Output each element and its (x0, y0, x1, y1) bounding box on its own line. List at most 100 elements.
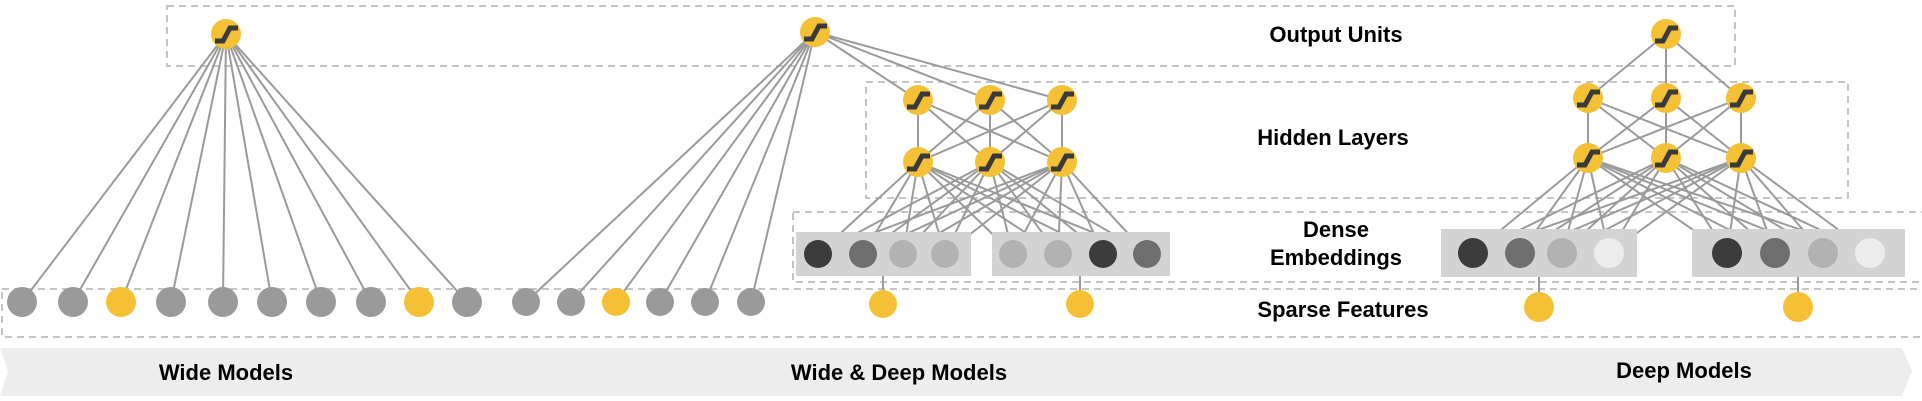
sparse-feature-node (646, 288, 674, 316)
embedding-node (999, 240, 1027, 268)
deep-output-unit (1651, 19, 1681, 49)
wide-output-unit (211, 19, 241, 49)
connection-line (917, 99, 991, 163)
dense-embeddings-box (792, 211, 1922, 283)
hidden-layers-label: Hidden Layers (1257, 125, 1409, 150)
hidden-unit (1573, 143, 1603, 173)
embedding-node (1547, 238, 1577, 268)
hidden-unit (1047, 147, 1077, 177)
connection-line (1665, 33, 1742, 99)
activation-icon (979, 91, 1002, 110)
embedding-node (931, 240, 959, 268)
connection-line (225, 33, 420, 303)
connection-line (225, 33, 372, 303)
activation-icon (804, 23, 827, 42)
dense-embeddings-label-line1: Dense (1303, 217, 1369, 242)
sparse-feature-node (208, 287, 238, 317)
connection-line (525, 31, 816, 303)
connection-line (72, 33, 227, 303)
hidden-layers-box (865, 81, 1849, 199)
connection-line (1665, 97, 1742, 159)
activation-icon (979, 153, 1002, 172)
nodes (7, 17, 1885, 322)
sparse-feature-node (356, 287, 386, 317)
connection-line (21, 33, 227, 303)
hidden-unit (1651, 143, 1681, 173)
embedding-node (849, 240, 877, 268)
output-units-box (166, 5, 1736, 67)
sparse-features-label: Sparse Features (1257, 297, 1428, 322)
activation-icon (907, 91, 930, 110)
connection-line (225, 33, 273, 303)
embedding-node (1855, 238, 1885, 268)
sparse-features-box (1, 288, 1922, 338)
hidden-unit (903, 85, 933, 115)
embedding-node (1133, 240, 1161, 268)
connection-line (917, 99, 1063, 163)
connection-line (814, 31, 991, 101)
embedding-node (1044, 240, 1072, 268)
deep-models-label: Deep Models (1616, 358, 1752, 383)
connection-line (1587, 33, 1667, 99)
connection-line (615, 31, 816, 303)
sparse-feature-node (512, 288, 540, 316)
embedding-node (1808, 238, 1838, 268)
sparse-feature-node (106, 287, 136, 317)
connection-line (570, 31, 816, 303)
embedding-node (1712, 238, 1742, 268)
sparse-feature-node (306, 287, 336, 317)
hidden-unit (1047, 85, 1077, 115)
connection-line (750, 31, 816, 303)
wide-deep-output-unit (800, 17, 830, 47)
activation-icon (1655, 149, 1678, 168)
activation-icon (907, 153, 930, 172)
connection-line (222, 33, 227, 303)
activation-icon (1655, 89, 1678, 108)
connection-line (1587, 97, 1742, 159)
sparse-feature-node (452, 287, 482, 317)
sparse-feature-node (58, 287, 88, 317)
connection-line (225, 33, 468, 303)
activation-icon (1577, 149, 1600, 168)
activation-icon (1655, 25, 1678, 44)
wide-deep-models-label: Wide & Deep Models (791, 360, 1007, 385)
connection-line (120, 33, 227, 303)
connection-line (170, 33, 227, 303)
embedding-node (1458, 238, 1488, 268)
output-units-label: Output Units (1269, 22, 1402, 47)
embedding-node (1760, 238, 1790, 268)
sparse-feature-node (1066, 290, 1094, 318)
sparse-feature-node (691, 288, 719, 316)
embedding-node (1594, 238, 1624, 268)
sparse-feature-node (557, 288, 585, 316)
connection-line (659, 31, 816, 303)
connection-line (814, 31, 1063, 101)
embedding-node (1505, 238, 1535, 268)
model-ribbon (0, 348, 1912, 396)
sparse-feature-node (404, 287, 434, 317)
sparse-feature-node (156, 287, 186, 317)
sparse-feature-node (257, 287, 287, 317)
hidden-unit (975, 85, 1005, 115)
hidden-unit (1726, 143, 1756, 173)
sparse-feature-node (7, 287, 37, 317)
hidden-unit (1726, 83, 1756, 113)
hidden-unit (1651, 83, 1681, 113)
connection-line (989, 99, 1063, 163)
dense-embeddings-label-line2: Embeddings (1270, 245, 1402, 270)
connection-line (225, 33, 322, 303)
activation-icon (215, 25, 238, 44)
sparse-feature-node (869, 290, 897, 318)
activation-icon (1051, 91, 1074, 110)
connection-line (814, 31, 919, 101)
hidden-unit (903, 147, 933, 177)
sparse-feature-node (602, 288, 630, 316)
connection-line (1587, 97, 1667, 159)
connection-line (704, 31, 816, 303)
embedding-node (889, 240, 917, 268)
activation-icon (1577, 89, 1600, 108)
embedding-node (1089, 240, 1117, 268)
hidden-unit (1573, 83, 1603, 113)
sparse-feature-node (1524, 292, 1554, 322)
